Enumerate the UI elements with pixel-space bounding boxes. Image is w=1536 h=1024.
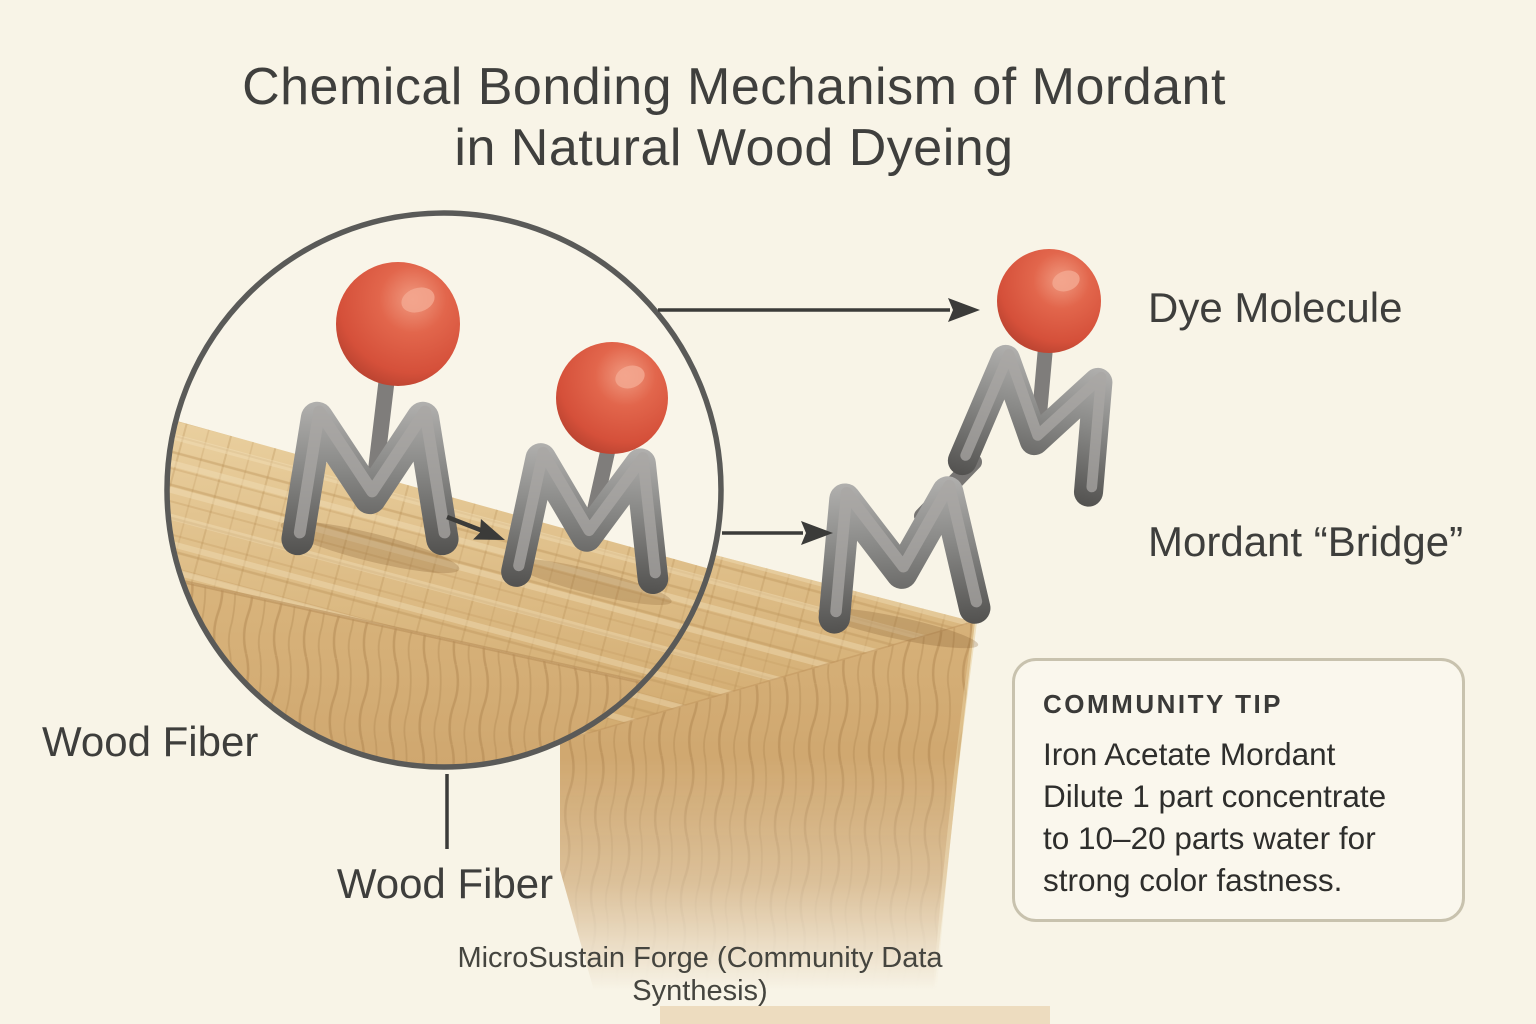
page-title-line2: in Natural Wood Dyeing [454, 119, 1014, 177]
mordant-bridge-label: Mordant “Bridge” [1148, 518, 1464, 565]
page-title: Chemical Bonding Mechanism of Mordant in… [0, 57, 1468, 179]
magnifier-circle-ring [164, 210, 724, 770]
molecule-shadow [817, 607, 979, 649]
mordant-m-icon [826, 484, 977, 618]
tip-line: Dilute 1 part concentrate [1043, 778, 1387, 814]
dye-molecule-icon [997, 249, 1101, 353]
tip-line: strong color fastness. [1043, 862, 1343, 898]
bonding-arrow-icon [446, 514, 505, 540]
community-tip-body: Iron Acetate Mordant Dilute 1 part conce… [1043, 733, 1448, 901]
arrow-to-mordant-label [722, 521, 833, 545]
ball-highlight [615, 365, 645, 389]
wood-top-surface-magnified [167, 408, 721, 706]
dye-molecule-label: Dye Molecule [1148, 284, 1403, 331]
ball-highlight [401, 287, 435, 313]
community-tip-box: COMMUNITY TIP Iron Acetate Mordant Dilut… [1012, 658, 1465, 922]
community-tip-heading: COMMUNITY TIP [1043, 689, 1284, 719]
page-title-line1: Chemical Bonding Mechanism of Mordant [242, 58, 1226, 116]
mordant-molecule-2 [516, 342, 668, 579]
tip-line: Iron Acetate Mordant [1043, 736, 1336, 772]
arrow-to-dye-label [658, 298, 980, 322]
ball-highlight [1052, 270, 1080, 292]
mordant-molecule-1 [298, 262, 460, 539]
magnifier-contents [167, 262, 721, 767]
wood-fiber-label-bottom: Wood Fiber [336, 860, 554, 907]
wood-base-hint [660, 1006, 1050, 1024]
wood-front-face-outside [560, 621, 977, 1012]
dye-molecule-icon [336, 262, 460, 386]
dye-molecule-icon [556, 342, 668, 454]
tip-line: to 10–20 parts water for [1043, 820, 1376, 856]
attribution-text: MicroSustain Forge (Community Data Synth… [457, 942, 943, 1007]
wood-fiber-label-left: Wood Fiber [42, 718, 259, 765]
mordant-dye-complex [816, 249, 1119, 649]
molecule-shadow [280, 520, 460, 574]
molecule-shadow [512, 558, 672, 606]
